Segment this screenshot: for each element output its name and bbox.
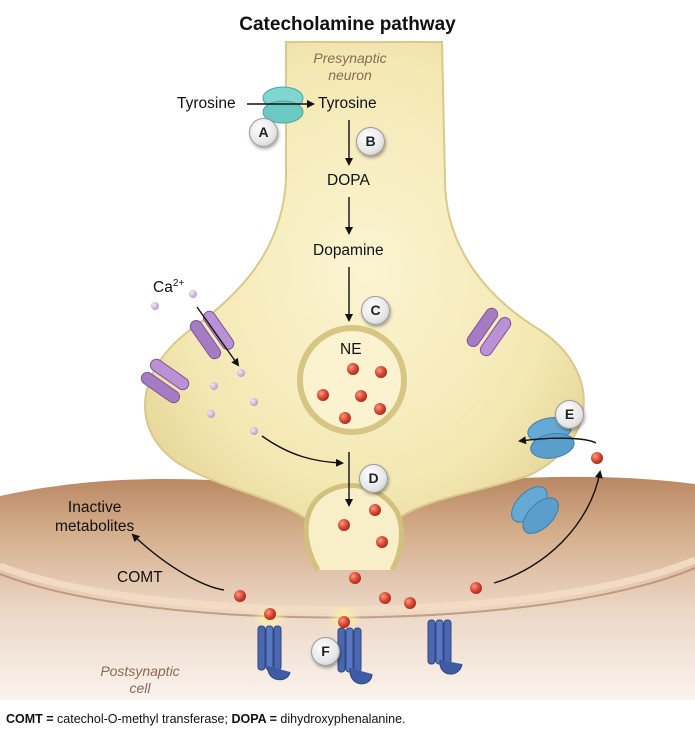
comt-label: COMT xyxy=(117,569,163,586)
calcium-ions xyxy=(151,290,258,435)
step-badge-c: C xyxy=(361,296,390,325)
calcium-label: Ca2+ xyxy=(153,278,184,297)
dopamine-label: Dopamine xyxy=(313,242,384,259)
postsynaptic-label-line2: cell xyxy=(129,680,151,696)
inactive-label-line1: Inactive xyxy=(67,499,122,516)
ne-label: NE xyxy=(340,341,362,358)
presynaptic-label-line2: neuron xyxy=(328,67,372,83)
step-badge-d: D xyxy=(359,464,388,493)
footnote-dopa-abbr: DOPA = xyxy=(231,712,277,726)
calcium-charge: 2+ xyxy=(172,278,185,289)
dopa-label: DOPA xyxy=(327,172,370,189)
footnote-comt-abbr: COMT = xyxy=(6,712,54,726)
calcium-channel-lower xyxy=(140,358,190,404)
footnote-comt-def: catechol-O-methyl transferase; xyxy=(53,712,232,726)
postsynaptic-label-line1: Postsynaptic xyxy=(100,663,180,679)
step-badge-b: B xyxy=(356,127,385,156)
abbreviation-footnote: COMT = catechol-O-methyl transferase; DO… xyxy=(6,712,406,726)
tyrosine-outside-label: Tyrosine xyxy=(177,95,236,112)
calcium-symbol: Ca xyxy=(153,279,173,297)
calcium-channel-right xyxy=(466,307,512,357)
step-badge-e: E xyxy=(555,400,584,429)
pathway-arrows xyxy=(131,100,603,591)
tyrosine-inside-label: Tyrosine xyxy=(318,95,377,112)
presynaptic-label-line1: Presynaptic xyxy=(313,50,387,66)
inactive-label-line2: metabolites xyxy=(55,518,135,535)
inactive-metabolites-label: Inactive metabolites xyxy=(55,498,134,536)
calcium-channel-upper xyxy=(189,310,235,360)
step-badge-f: F xyxy=(311,637,340,666)
reuptake-transporter-lower xyxy=(511,486,559,534)
tyrosine-transporter xyxy=(262,86,304,124)
footnote-dopa-def: dihydroxyphenalanine. xyxy=(276,712,406,726)
diagram-title: Catecholamine pathway xyxy=(239,14,456,35)
postsynaptic-cell xyxy=(0,476,695,700)
receptor-middle xyxy=(326,604,373,685)
postsynaptic-label: Postsynaptic cell xyxy=(85,663,195,697)
step-badge-a: A xyxy=(249,118,278,147)
presynaptic-label: Presynaptic neuron xyxy=(295,50,405,84)
receptor-right xyxy=(427,619,463,675)
ne-molecules xyxy=(234,363,603,628)
fusing-vesicle xyxy=(303,483,404,572)
